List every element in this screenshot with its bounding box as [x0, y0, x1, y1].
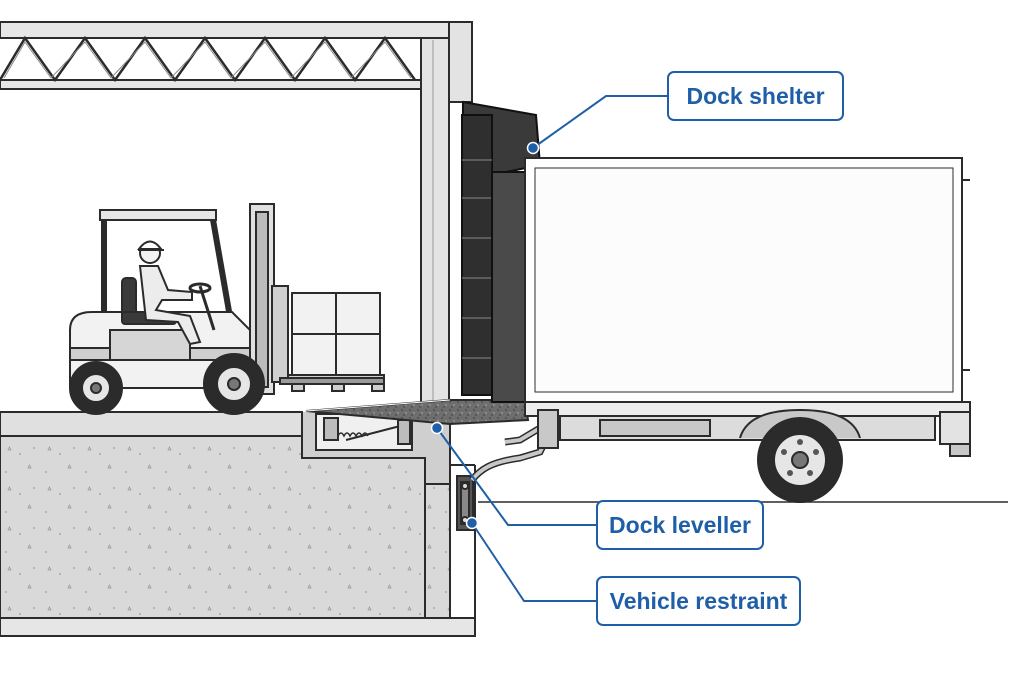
dock-shelter-label: Dock shelter — [667, 71, 844, 121]
warehouse-floor — [0, 411, 476, 637]
leader-vehicle-restraint — [471, 522, 596, 602]
roof-truss — [0, 21, 473, 90]
forklift — [69, 203, 385, 415]
vehicle-restraint-label: Vehicle restraint — [596, 576, 801, 626]
dot-dock-leveller — [430, 421, 444, 435]
leader-dock-shelter — [532, 95, 667, 149]
callout-leaders — [436, 95, 667, 602]
building-wall — [420, 21, 473, 409]
dock-shelter — [460, 100, 542, 403]
vehicle-restraint — [456, 409, 559, 531]
dot-dock-shelter — [526, 141, 540, 155]
leader-dock-leveller — [436, 427, 596, 526]
truck — [524, 157, 971, 503]
dock-leveller-label: Dock leveller — [596, 500, 764, 550]
dot-vehicle-restraint — [465, 516, 479, 530]
pallet-load — [287, 292, 385, 392]
